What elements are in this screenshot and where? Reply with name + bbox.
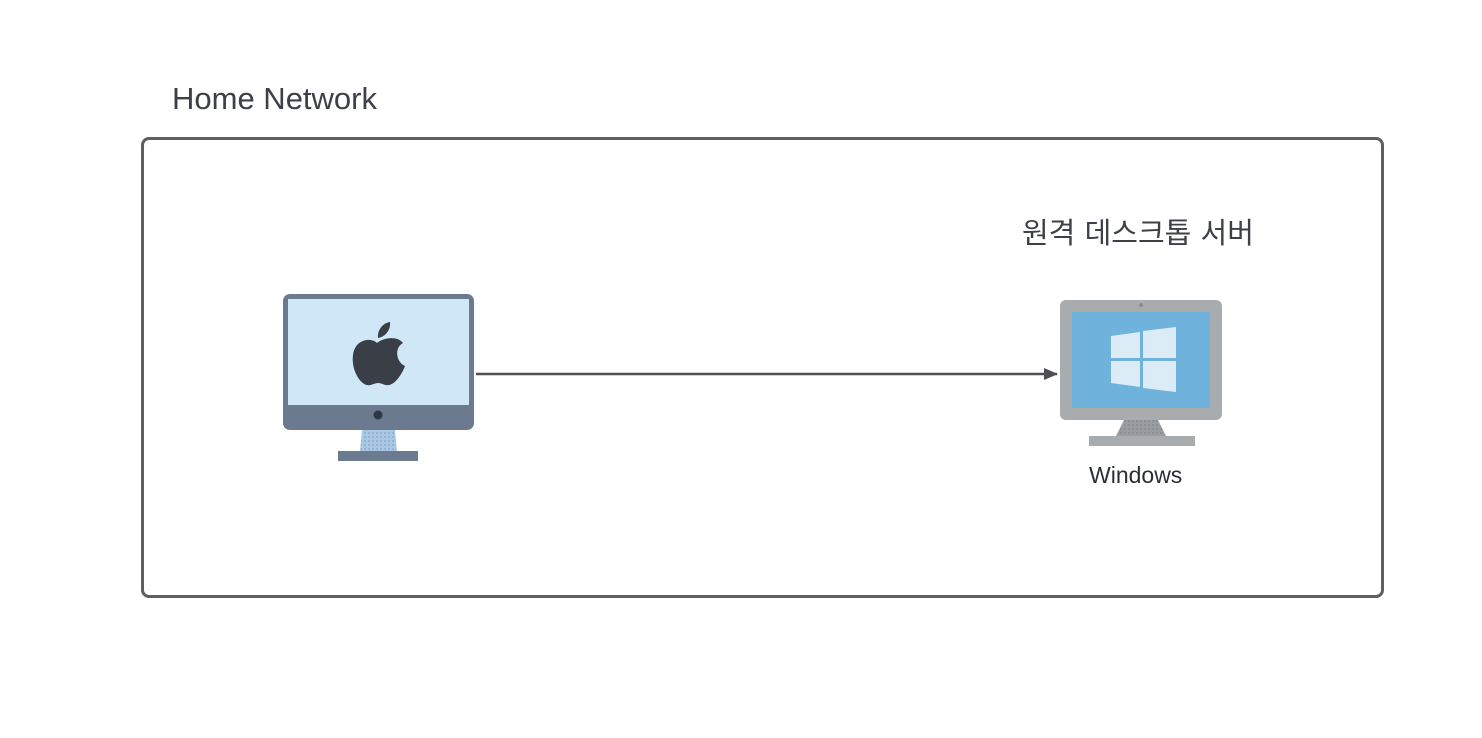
apple-logo-icon	[352, 322, 405, 386]
windows-monitor-icon	[1060, 300, 1222, 446]
server-os-label: Windows	[1089, 462, 1183, 488]
network-title: Home Network	[172, 81, 377, 116]
home-network-boundary	[141, 137, 1384, 598]
windows-logo-icon	[1111, 327, 1176, 392]
imac-apple-icon	[283, 294, 474, 461]
server-label: 원격 데스크톱 서버	[1022, 216, 1254, 250]
